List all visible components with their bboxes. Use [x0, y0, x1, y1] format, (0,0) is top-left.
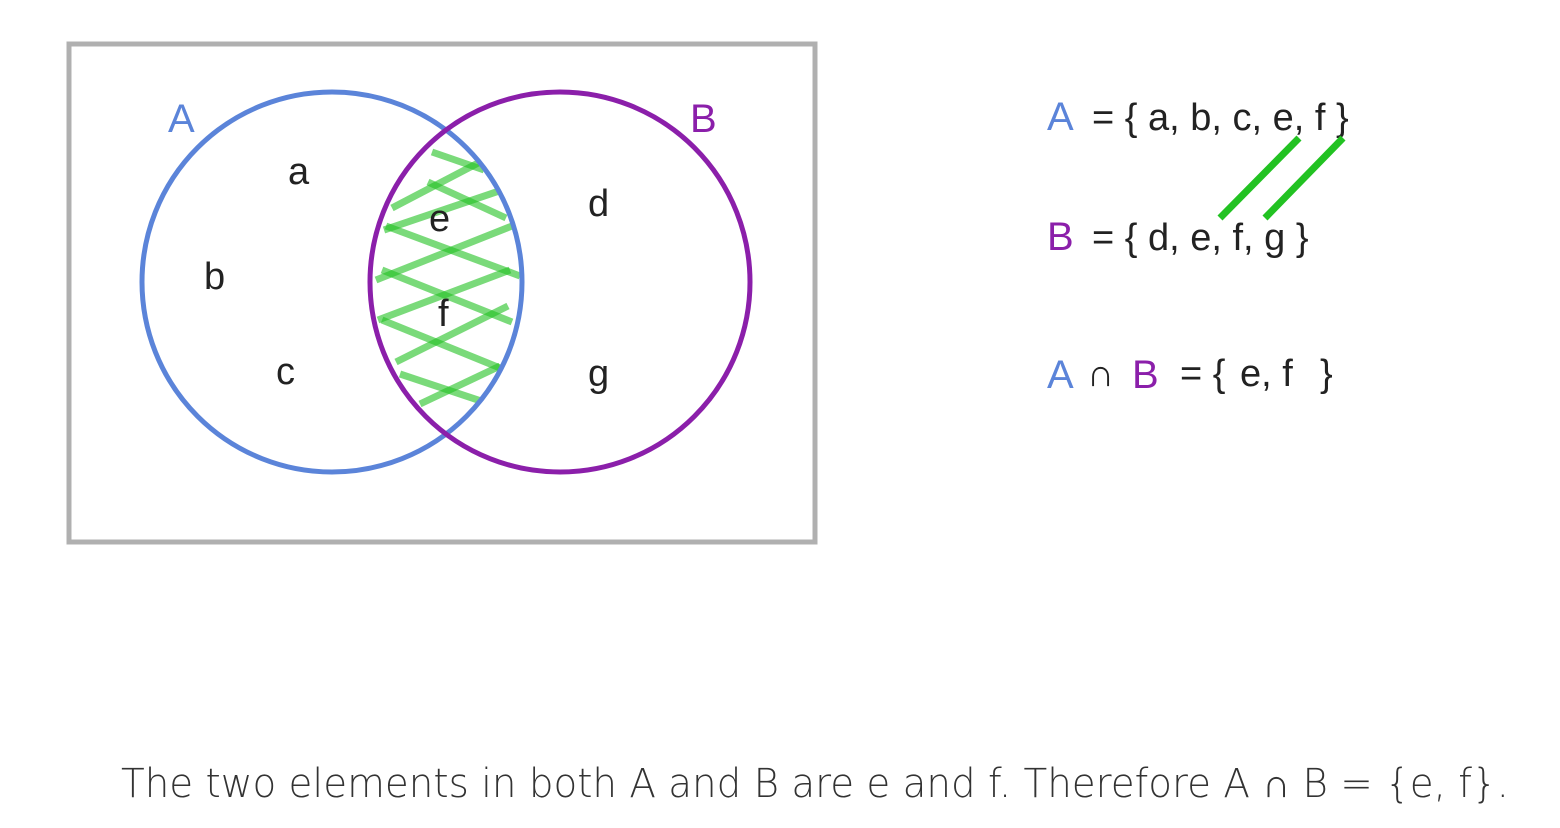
equation-set-b: B = { d, e, f, g }: [1047, 215, 1309, 259]
equation-set-a-members: = { a, b, c, e, f }: [1092, 97, 1349, 139]
hatch-stroke: [374, 222, 514, 284]
equation-intersection-a: A: [1047, 353, 1074, 397]
intersection-hatching: [374, 148, 522, 410]
hatch-stroke: [418, 362, 502, 408]
equation-set-a-name: A: [1047, 95, 1074, 139]
element-d: d: [588, 183, 609, 225]
match-stroke-f: [1262, 135, 1346, 221]
element-b: b: [204, 256, 225, 298]
element-e: e: [429, 198, 450, 240]
equation-intersection-open: = {: [1180, 353, 1226, 395]
equation-set-b-members: = { d, e, f, g }: [1092, 217, 1309, 259]
set-b-circle: [367, 89, 753, 475]
element-g: g: [588, 353, 609, 395]
equation-set-a: A = { a, b, c, e, f }: [1047, 95, 1349, 139]
set-a-circle: [139, 89, 525, 475]
hatch-stroke: [394, 302, 510, 366]
match-stroke-e: [1217, 135, 1302, 221]
equation-intersection-b: B: [1132, 353, 1159, 397]
hatch-stroke: [382, 184, 510, 234]
equation-intersection-close: }: [1320, 353, 1333, 395]
universal-set-frame: [66, 41, 818, 545]
hatch-stroke: [376, 266, 512, 324]
set-b-label: B: [690, 97, 717, 141]
hatch-stroke: [380, 316, 502, 372]
set-a-label: A: [168, 97, 195, 141]
intersection-symbol: ∩: [1087, 353, 1114, 395]
element-f: f: [438, 293, 449, 335]
equation-intersection: A ∩ B = { e, f }: [1047, 353, 1333, 397]
equation-set-b-name: B: [1047, 215, 1074, 259]
element-c: c: [276, 351, 295, 393]
element-a: a: [288, 151, 310, 193]
explanation-caption: The two elements in both A and B are e a…: [121, 761, 1509, 807]
equation-intersection-members: e, f: [1240, 353, 1293, 395]
